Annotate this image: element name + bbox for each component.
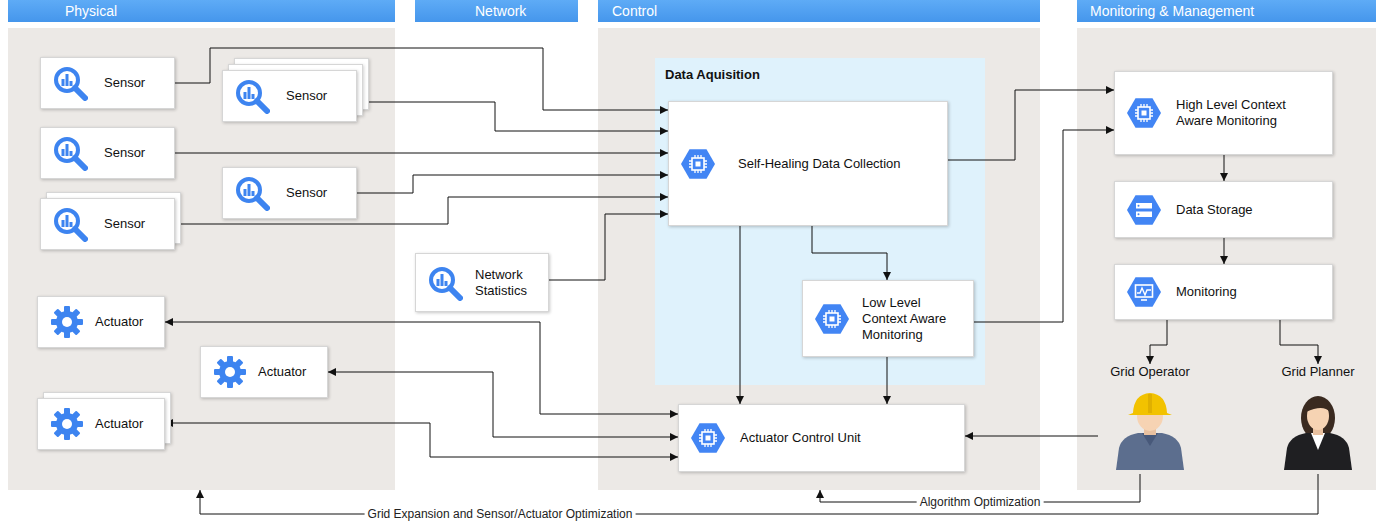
box-label: Data Storage <box>1176 202 1253 218</box>
column-header: Network <box>415 0 578 22</box>
component-box: Low Level Context Aware Monitoring <box>802 280 974 357</box>
component-box: Actuator <box>37 398 165 450</box>
group-region: Data AquisitionSelf-Healing Data Collect… <box>655 58 985 385</box>
person-figure <box>1278 386 1358 470</box>
column-panel: PhysicalSensorSensorSensorSensorSensorAc… <box>8 0 395 490</box>
component-box: High Level Context Aware Monitoring <box>1114 71 1333 155</box>
box-label: Self-Healing Data Collection <box>738 156 901 172</box>
sensor-icon <box>427 265 463 301</box>
person-figure <box>1110 386 1190 470</box>
column-header: Monitoring & Management <box>1077 0 1376 22</box>
monitor-icon <box>1126 274 1162 310</box>
column-header: Physical <box>8 0 395 22</box>
box-label: Actuator <box>95 314 143 330</box>
box-label: Actuator Control Unit <box>740 430 861 446</box>
chip-icon <box>680 146 716 182</box>
connector <box>175 153 668 154</box>
component-box: Network Statistics <box>415 253 549 312</box>
component-box: Sensor <box>40 127 175 179</box>
sensor-icon <box>52 65 88 101</box>
person-label: Grid Planner <box>1268 364 1368 380</box>
connector <box>1224 155 1225 181</box>
column-header: Control <box>598 0 1040 22</box>
chip-icon <box>814 301 850 337</box>
connector <box>965 436 1098 437</box>
box-label: Sensor <box>104 145 145 161</box>
person-node: Grid Planner <box>1268 364 1368 474</box>
box-label: Network Statistics <box>475 267 539 299</box>
sensor-icon <box>52 206 88 242</box>
component-box: Self-Healing Data Collection <box>668 101 948 226</box>
column-panel: ControlData AquisitionSelf-Healing Data … <box>598 0 1040 490</box>
component-box: Actuator <box>200 346 328 398</box>
connector <box>740 226 741 404</box>
box-label: Monitoring <box>1176 284 1237 300</box>
box-label: Sensor <box>286 185 327 201</box>
box-label: High Level Context Aware Monitoring <box>1176 97 1286 129</box>
box-label: Actuator <box>258 364 306 380</box>
edge-label: Algorithm Optimization <box>917 496 1044 509</box>
connector <box>887 357 888 404</box>
component-box: Monitoring <box>1114 264 1333 320</box>
component-box: Sensor <box>222 167 357 219</box>
component-box: Sensor <box>40 198 175 250</box>
box-label: Sensor <box>104 75 145 91</box>
gear-icon <box>212 354 248 390</box>
person-label: Grid Operator <box>1098 364 1202 380</box>
edge-label: Grid Expansion and Sensor/Actuator Optim… <box>365 508 636 521</box>
chip-icon <box>1126 95 1162 131</box>
group-title: Data Aquisition <box>655 58 760 82</box>
connector <box>1224 238 1225 264</box>
storage-icon <box>1126 192 1162 228</box>
box-label: Low Level Context Aware Monitoring <box>862 295 962 343</box>
component-box: Actuator Control Unit <box>678 404 965 472</box>
sensor-icon <box>52 135 88 171</box>
component-box: Sensor <box>40 57 175 109</box>
component-box: Actuator <box>37 296 165 348</box>
component-box: Sensor <box>222 70 357 122</box>
box-label: Sensor <box>286 88 327 104</box>
column-panel: Monitoring & ManagementHigh Level Contex… <box>1077 0 1376 490</box>
component-box: Data Storage <box>1114 181 1333 238</box>
sensor-icon <box>234 175 270 211</box>
column-panel: NetworkNetwork Statistics <box>415 0 578 490</box>
sensor-icon <box>234 78 270 114</box>
gear-icon <box>49 304 85 340</box>
person-node: Grid Operator <box>1098 364 1202 474</box>
chip-icon <box>690 420 726 456</box>
box-label: Sensor <box>104 216 145 232</box>
gear-icon <box>49 406 85 442</box>
box-label: Actuator <box>95 416 143 432</box>
